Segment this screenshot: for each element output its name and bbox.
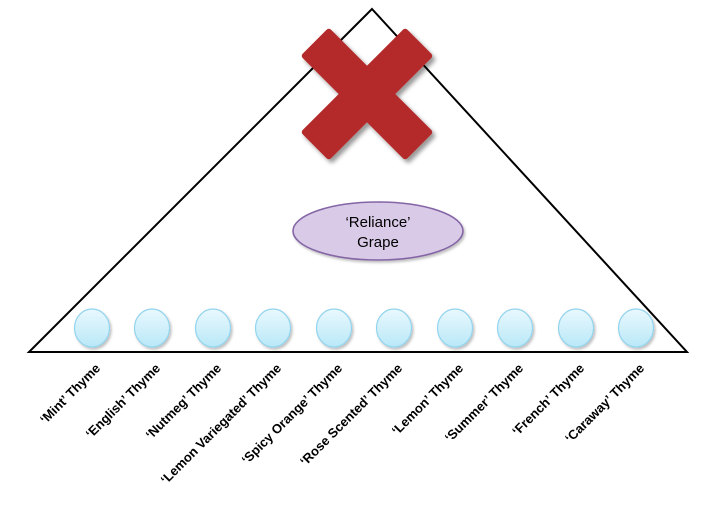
grape-label-line1: ‘Reliance’ [345,214,410,231]
thyme-label: ‘Mint’ Thyme [37,361,103,427]
thyme-circle [133,308,171,348]
thyme-circle [436,308,474,348]
thyme-label: ‘Rose Scented’ Thyme [297,361,405,469]
thyme-label: ‘Lemon Variegated’ Thyme [158,361,285,488]
thyme-circle [375,308,413,348]
thyme-circle [557,308,595,348]
grape-ellipse [292,201,464,261]
thyme-circle [617,308,655,348]
thyme-label-row: ‘Mint’ Thyme ‘English’ Thyme ‘Nutmeg’ Th… [37,361,647,488]
grape-label-line2: Grape [357,234,399,251]
x-mark-bar-2 [301,28,433,160]
triangle-outline [26,7,690,353]
thyme-circle-row [73,308,655,348]
thyme-circle [73,308,111,348]
thyme-circle [315,308,353,348]
thyme-label: ‘Spicy Orange’ Thyme [238,361,345,468]
x-mark-icon [301,28,433,160]
thyme-circle [194,308,232,348]
thyme-circle [496,308,534,348]
thyme-circle [254,308,292,348]
